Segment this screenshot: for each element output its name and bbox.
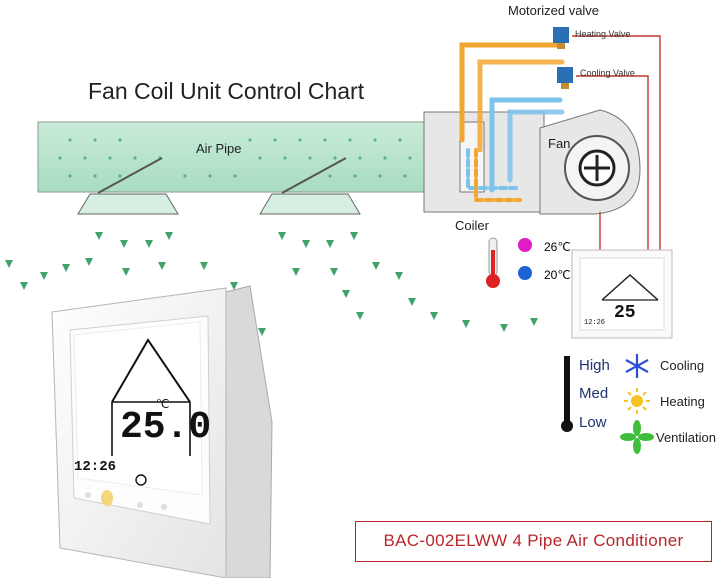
ventilation-fan-icon [620,420,654,454]
water-pipes [459,42,565,202]
thermostat-unit: ℃ [156,397,169,411]
fan-unit [539,109,641,215]
hot-temperature-label: 26℃ [544,240,571,254]
chart-title: Fan Coil Unit Control Chart [88,78,365,104]
air-pipe-label: Air Pipe [196,141,242,156]
heating-valve-icon [553,27,569,49]
heating-valve-label: Heating Valve [575,29,631,39]
coiler-unit [423,111,545,213]
thermostat-time: 12:26 [74,459,116,475]
small-thermostat [571,249,673,339]
snowflake-icon [625,354,649,378]
thermometer-icon [486,237,500,288]
small-thermostat-time: 12:26 [584,319,605,327]
product-banner-text: BAC-002ELWW 4 Pipe Air Conditioner [383,531,684,550]
thermostat-temperature: 25.0 [120,406,211,449]
air-diffuser-left [77,193,179,215]
cold-indicator-icon [518,266,532,280]
fan-speed-bar [561,356,573,432]
product-banner: BAC-002ELWW 4 Pipe Air Conditioner [355,521,712,562]
sun-icon [624,388,650,414]
mode-ventilation-label: Ventilation [656,430,716,445]
small-thermostat-temperature: 25 [614,303,636,323]
air-diffuser-right [259,193,361,215]
airflow-arrows [5,232,538,336]
speed-low-label: Low [579,414,607,431]
mode-heating-label: Heating [660,394,705,409]
air-pipe [37,121,425,194]
coiler-label: Coiler [455,218,489,233]
speed-med-label: Med [579,385,609,402]
cooling-valve-label: Cooling Valve [580,68,635,78]
cooling-valve-icon [557,67,573,89]
speed-high-label: High [579,357,610,374]
mode-cooling-label: Cooling [660,358,705,373]
fan-label: Fan [548,136,571,151]
hot-indicator-icon [518,238,532,252]
cold-temperature-label: 20℃ [544,268,571,282]
motorized-valve-label: Motorized valve [508,3,600,18]
thermostat-device [51,285,273,578]
control-wires [572,35,661,250]
